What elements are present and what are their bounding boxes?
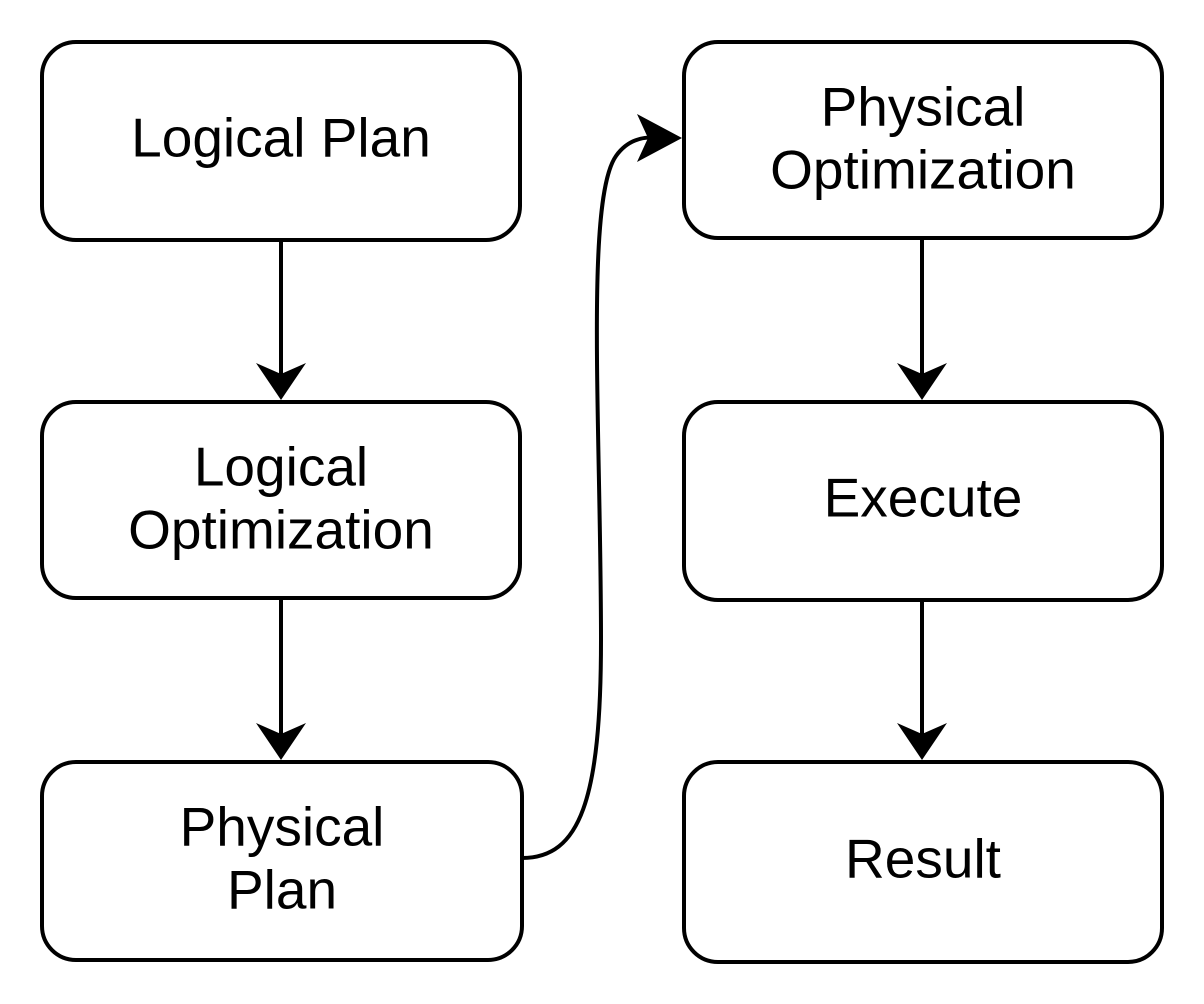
arrowhead-down-icon bbox=[897, 363, 947, 400]
node-label-logical-optimization-line1: Logical bbox=[194, 436, 368, 498]
node-label-physical-optimization-line2: Optimization bbox=[770, 139, 1076, 201]
node-shape[interactable] bbox=[682, 400, 1164, 602]
arrowhead-right-icon bbox=[637, 114, 682, 162]
node-shape[interactable] bbox=[40, 40, 522, 242]
edge-logical-optimization-to-physical-plan bbox=[256, 598, 306, 760]
arrowhead-down-icon bbox=[256, 723, 306, 760]
node-shape[interactable] bbox=[682, 760, 1164, 964]
node-label-logical-optimization-line2: Optimization bbox=[128, 499, 434, 561]
node-label-physical-optimization-line1: Physical bbox=[821, 76, 1026, 138]
node-label-physical-plan-line1: Physical bbox=[180, 796, 385, 858]
node-label-physical-plan-line2: Plan bbox=[227, 859, 337, 921]
node-shape[interactable] bbox=[40, 760, 524, 962]
node-shape[interactable] bbox=[40, 400, 522, 600]
edge-physical-optimization-to-execute bbox=[897, 240, 947, 400]
node-shape[interactable] bbox=[682, 40, 1164, 240]
edge-execute-to-result bbox=[897, 600, 947, 760]
node-result[interactable]: Result bbox=[682, 760, 1164, 964]
edge-curve bbox=[521, 135, 661, 860]
node-physical-optimization[interactable]: Physical Optimization bbox=[682, 40, 1164, 240]
node-label-logical-plan: Logical Plan bbox=[131, 107, 431, 169]
edge-physical-plan-to-physical-optimization bbox=[521, 114, 682, 860]
node-label-execute: Execute bbox=[824, 467, 1023, 529]
node-logical-plan[interactable]: Logical Plan bbox=[40, 40, 522, 242]
node-logical-optimization[interactable]: Logical Optimization bbox=[40, 400, 522, 600]
arrowhead-down-icon bbox=[897, 723, 947, 760]
node-label-result: Result bbox=[845, 828, 1001, 890]
edge-logical-plan-to-logical-optimization bbox=[256, 242, 306, 400]
node-physical-plan[interactable]: Physical Plan bbox=[40, 760, 524, 962]
arrowhead-down-icon bbox=[256, 363, 306, 400]
node-execute[interactable]: Execute bbox=[682, 400, 1164, 602]
